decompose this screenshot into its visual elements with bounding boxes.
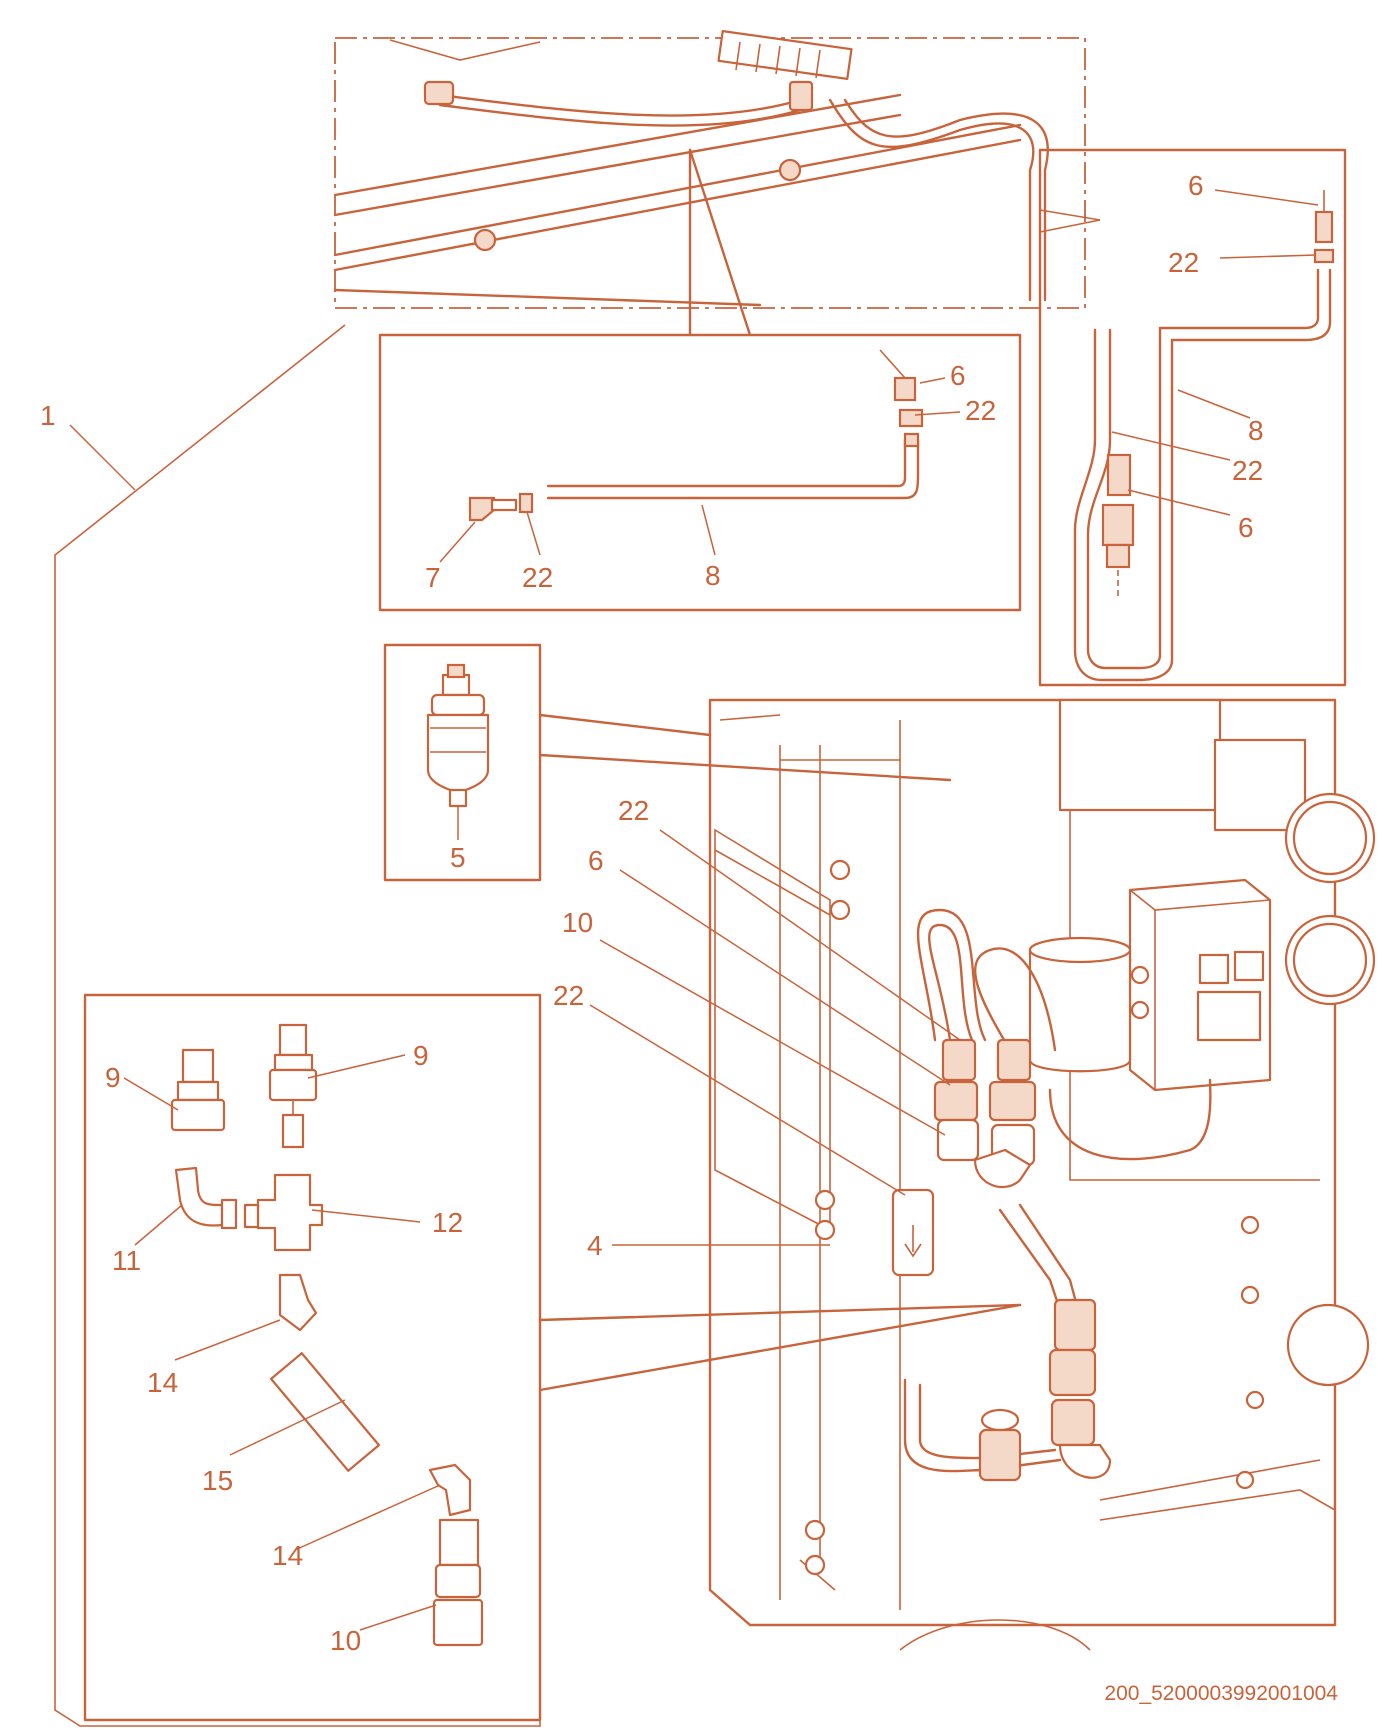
callout-6-main: 6 (588, 845, 604, 876)
callout-9-left: 9 (105, 1062, 121, 1093)
callout-6-right-low: 6 (1238, 512, 1254, 543)
exploded-fittings-panel (83, 993, 542, 1722)
top-view-panel (333, 29, 1086, 337)
callout-12: 12 (432, 1207, 463, 1238)
callout-10-exploded: 10 (330, 1625, 361, 1656)
callout-6-upper: 6 (950, 360, 966, 391)
callout-22-main-b: 22 (553, 980, 584, 1011)
callout-15: 15 (202, 1465, 233, 1496)
callout-6-right-top: 6 (1188, 170, 1204, 201)
callout-labels: 1 6 22 6 22 8 22 6 7 22 8 5 22 6 10 22 4… (40, 170, 1264, 1656)
callout-22-lower: 22 (522, 562, 553, 593)
equipment-view (538, 698, 1376, 1651)
callout-8-lower: 8 (705, 560, 721, 591)
outline-leader-1 (69, 424, 136, 491)
callout-4: 4 (587, 1230, 603, 1261)
callout-11: 11 (112, 1245, 141, 1276)
tube-detail-panel (378, 333, 1022, 612)
callout-22-main-a: 22 (618, 795, 649, 826)
callout-22-right-mid: 22 (1232, 455, 1263, 486)
callout-14-upper: 14 (147, 1367, 178, 1398)
callout-5: 5 (450, 842, 466, 873)
callout-1: 1 (40, 400, 56, 431)
right-detail-panel (1038, 148, 1347, 687)
callout-7: 7 (425, 562, 441, 593)
callout-8-right: 8 (1248, 415, 1264, 446)
callout-22-right-top: 22 (1168, 247, 1199, 278)
callout-22-upper: 22 (965, 395, 996, 426)
callout-10-main: 10 (562, 907, 593, 938)
drawing-number: 200_5200003992001004 (1104, 1682, 1338, 1705)
callout-14-lower: 14 (272, 1540, 303, 1571)
vent-grille (717, 29, 853, 81)
filter-detail-panel (383, 643, 952, 882)
callout-9-right: 9 (413, 1040, 429, 1071)
